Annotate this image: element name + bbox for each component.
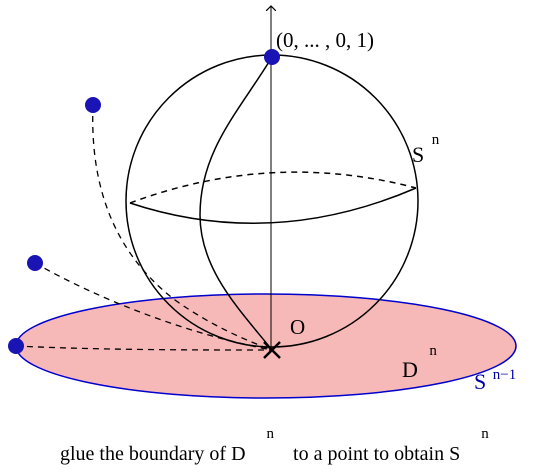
sphere-equator-front: [129, 187, 417, 224]
sphere-label-exp: n: [432, 132, 440, 148]
disk-label-base: D: [402, 357, 418, 382]
meridian-curve: [199, 56, 273, 351]
boundary-label-base: S: [474, 369, 486, 394]
dashed-path-top: [92, 104, 273, 351]
boundary-point-bottom: [8, 338, 24, 354]
caption-exp2: n: [481, 426, 489, 442]
caption-part2: to a point to obtain S: [293, 443, 460, 465]
boundary-point-middle: [27, 255, 43, 271]
caption-exp1: n: [267, 426, 275, 442]
sphere-label: S n: [412, 132, 440, 167]
dashed-path-middle: [34, 262, 273, 351]
caption-part1: glue the boundary of D: [60, 443, 246, 465]
sphere-equator-back: [129, 171, 417, 204]
disk-d-n: [15, 293, 517, 399]
origin-label: O: [290, 315, 305, 339]
boundary-point-top: [85, 97, 101, 113]
north-pole-label: (0, ... , 0, 1): [276, 28, 374, 52]
origin-x-marker: [263, 341, 281, 359]
caption: glue the boundary of D n to a point to o…: [60, 421, 489, 465]
boundary-label: S n−1: [474, 367, 516, 394]
sphere-label-base: S: [412, 142, 424, 167]
disk-label-exp: n: [429, 343, 437, 359]
dashed-path-bottom: [15, 345, 273, 351]
disk-label: D n: [402, 343, 437, 382]
north-pole-point: [264, 49, 280, 65]
boundary-label-exp: n−1: [493, 367, 516, 383]
